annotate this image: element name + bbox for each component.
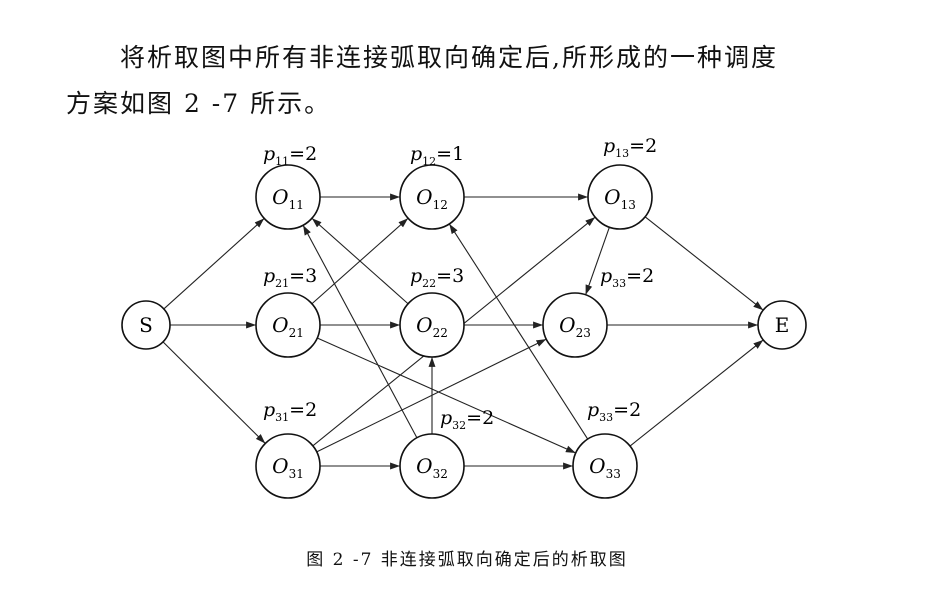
edge-o33-e xyxy=(629,339,764,447)
processing-time-label: p21=3 xyxy=(263,265,317,290)
processing-time-label: p33=2 xyxy=(587,399,641,424)
labels-layer: p11=2 p12=1 p13=2 p21=3 p22=3 p33=2 p31=2 p32=2… xyxy=(263,135,657,432)
node-circle xyxy=(255,433,321,499)
edge-o13-e xyxy=(644,216,764,311)
node-o33: O33 xyxy=(572,433,638,499)
node-circle xyxy=(255,164,321,230)
node-o31: O31 xyxy=(255,433,321,499)
node-circle xyxy=(255,292,321,358)
node-o13: O13 xyxy=(587,164,653,230)
node-s: S xyxy=(121,300,171,350)
node-o12: O12 xyxy=(399,164,465,230)
node-circle xyxy=(121,300,171,350)
processing-time-label: p31=2 xyxy=(263,399,317,424)
processing-time-label: p32=2 xyxy=(440,407,494,432)
paragraph-line-1: 将析取图中所有非连接弧取向确定后,所形成的一种调度 xyxy=(120,43,778,72)
paragraph-line-2: 方案如图 2 -7 所示。 xyxy=(66,89,332,118)
node-o23: O23 xyxy=(542,292,608,358)
edge-o32-o11 xyxy=(302,224,418,439)
processing-time-label: p22=3 xyxy=(410,265,464,290)
node-label: O33 xyxy=(589,454,621,481)
node-label: O22 xyxy=(416,313,448,340)
edge-o21-o33 xyxy=(317,337,576,454)
node-o22: O22 xyxy=(399,292,465,358)
edge-o33-o12 xyxy=(448,223,589,440)
node-label: S xyxy=(139,313,153,337)
node-e: E xyxy=(757,300,807,350)
node-circle xyxy=(587,164,653,230)
node-label: E xyxy=(775,313,790,337)
figure-caption: 图 2 -7 非连接弧取向确定后的析取图 xyxy=(306,550,628,570)
node-o11: O11 xyxy=(255,164,321,230)
node-circle xyxy=(399,292,465,358)
node-o21: O21 xyxy=(255,292,321,358)
node-circle xyxy=(542,292,608,358)
node-o32: O32 xyxy=(399,433,465,499)
edge-s-o11 xyxy=(163,218,265,310)
node-circle xyxy=(399,433,465,499)
processing-time-label: p33=2 xyxy=(600,265,654,290)
processing-time-label: p11=2 xyxy=(263,143,317,168)
edge-o22-o11 xyxy=(311,217,409,305)
node-circle xyxy=(572,433,638,499)
node-circle xyxy=(757,300,807,350)
edges-layer xyxy=(162,193,764,470)
processing-time-label: p12=1 xyxy=(410,143,464,168)
node-circle xyxy=(399,164,465,230)
node-label: O11 xyxy=(272,185,304,212)
processing-time-label: p13=2 xyxy=(603,135,657,160)
edge-s-o31 xyxy=(162,341,266,444)
edge-o13-o23 xyxy=(585,227,610,295)
